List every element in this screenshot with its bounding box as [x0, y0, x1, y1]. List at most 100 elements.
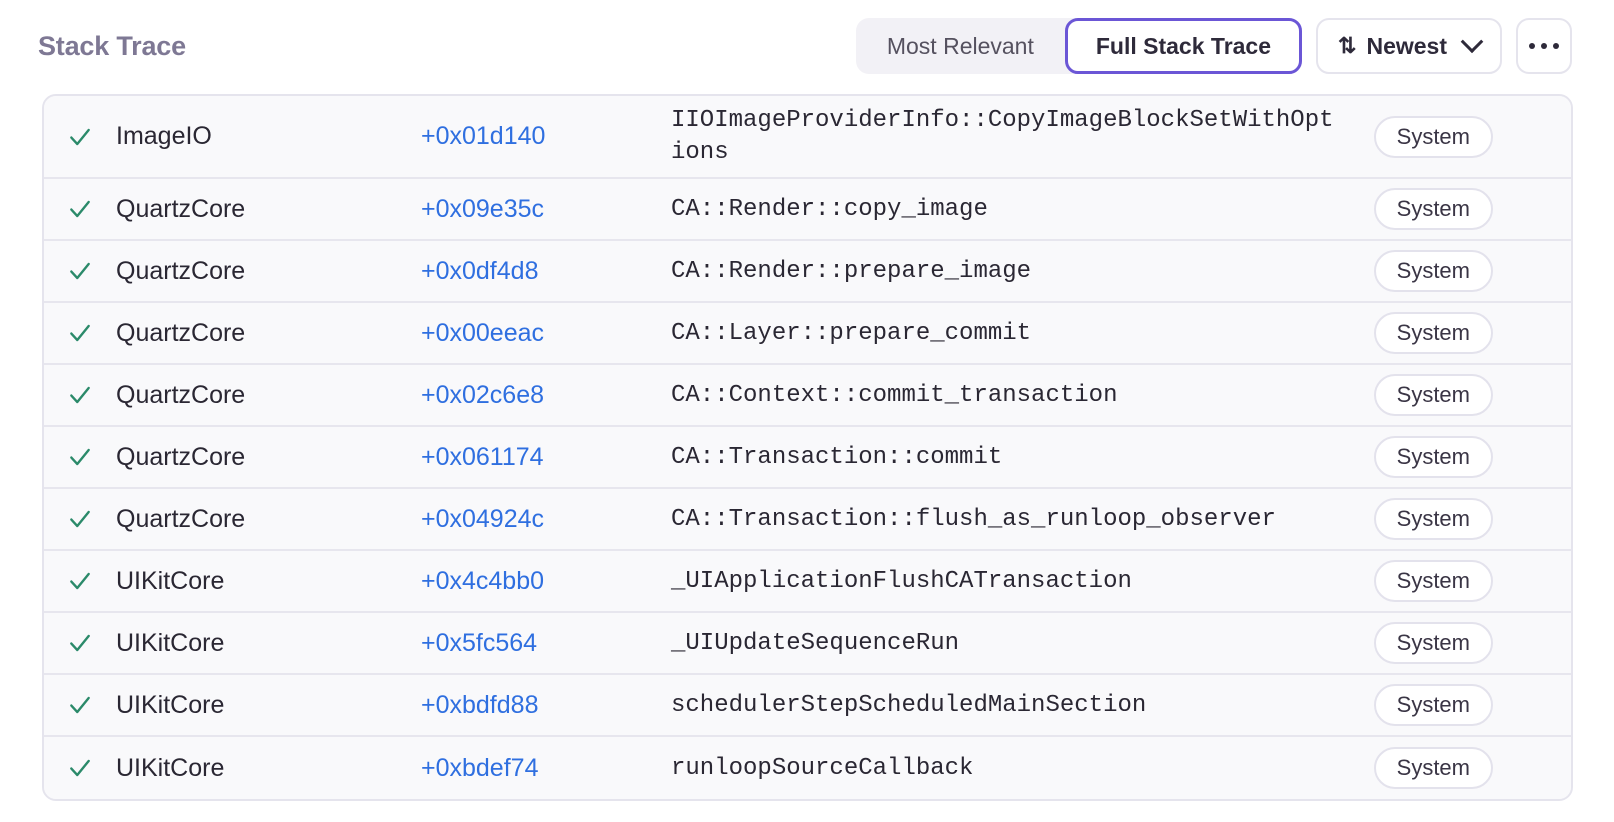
frame-offset-link[interactable]: +0x09e35c [421, 194, 545, 223]
frame-status-cell [44, 568, 116, 594]
frame-symbol: CA::Layer::prepare_commit [671, 319, 1032, 347]
frame-badge-cell: System [1361, 188, 1493, 231]
table-row[interactable]: ImageIO +0x01d140 IIOImageProviderInfo::… [44, 96, 1571, 180]
frame-offset-link[interactable]: +0x02c6e8 [421, 380, 545, 409]
status-badge: System [1373, 622, 1493, 665]
check-icon [70, 201, 90, 218]
frame-symbol: schedulerStepScheduledMainSection [671, 691, 1147, 719]
status-badge: System [1373, 250, 1493, 293]
frame-symbol: IIOImageProviderInfo::CopyImageBlockSetW… [671, 107, 1334, 166]
status-badge: System [1373, 115, 1493, 158]
frame-binary: QuartzCore [116, 194, 246, 223]
sort-arrows-icon: ⇅ [1338, 33, 1357, 58]
frame-badge-cell: System [1361, 747, 1493, 790]
frame-status-cell [44, 196, 116, 222]
status-badge: System [1373, 312, 1493, 355]
stack-trace-table: ImageIO +0x01d140 IIOImageProviderInfo::… [42, 94, 1573, 802]
frame-offset-link[interactable]: +0x04924c [421, 504, 545, 533]
sort-button[interactable]: ⇅ Newest [1316, 18, 1502, 74]
check-icon [70, 449, 90, 466]
chevron-down-icon [1460, 30, 1484, 54]
ellipsis-icon [1529, 43, 1535, 49]
frame-binary: UIKitCore [116, 628, 225, 657]
frame-symbol: CA::Render::prepare_image [671, 257, 1032, 285]
check-icon [70, 387, 90, 404]
frame-binary: ImageIO [116, 122, 212, 151]
stack-trace-mode-segmented-control[interactable]: Most Relevant Full Stack Trace [855, 18, 1303, 74]
frame-offset-link[interactable]: +0x061174 [421, 442, 544, 471]
frame-badge-cell: System [1361, 115, 1493, 158]
frame-status-cell [44, 692, 116, 718]
frame-binary: QuartzCore [116, 504, 246, 533]
frame-badge-cell: System [1361, 250, 1493, 293]
frame-symbol: CA::Context::commit_transaction [671, 381, 1118, 409]
more-options-button[interactable] [1516, 18, 1572, 74]
frame-status-cell [44, 382, 116, 408]
status-badge: System [1373, 747, 1493, 790]
table-row[interactable]: QuartzCore +0x02c6e8 CA::Context::commit… [44, 365, 1571, 428]
frame-badge-cell: System [1361, 622, 1493, 665]
frame-status-cell [44, 755, 116, 781]
frame-symbol: CA::Transaction::commit [671, 443, 1003, 471]
check-icon [70, 635, 90, 652]
check-icon [70, 697, 90, 714]
frame-binary: QuartzCore [116, 380, 246, 409]
frame-binary: UIKitCore [116, 690, 225, 719]
tab-full-stack-trace[interactable]: Full Stack Trace [1064, 18, 1303, 74]
table-row[interactable]: UIKitCore +0xbdfd88 schedulerStepSchedul… [44, 675, 1571, 738]
status-badge: System [1373, 560, 1493, 603]
frame-binary: UIKitCore [116, 753, 225, 782]
status-badge: System [1373, 684, 1493, 727]
frame-status-cell [44, 124, 116, 150]
frame-status-cell [44, 444, 116, 470]
frame-binary: QuartzCore [116, 442, 246, 471]
frame-offset-link[interactable]: +0xbdef74 [421, 753, 539, 782]
frame-offset-link[interactable]: +0x0df4d8 [421, 256, 539, 285]
frame-offset-link[interactable]: +0xbdfd88 [421, 690, 539, 719]
table-row[interactable]: UIKitCore +0x5fc564 _UIUpdateSequenceRun… [44, 613, 1571, 676]
frame-badge-cell: System [1361, 312, 1493, 355]
frame-binary: QuartzCore [116, 256, 246, 285]
frame-offset-link[interactable]: +0x4c4bb0 [421, 566, 545, 595]
table-row[interactable]: UIKitCore +0xbdef74 runloopSourceCallbac… [44, 737, 1571, 800]
page-title: Stack Trace [38, 30, 186, 61]
check-icon [70, 263, 90, 280]
frame-offset-link[interactable]: +0x01d140 [421, 122, 546, 151]
frame-binary: UIKitCore [116, 566, 225, 595]
frame-offset-link[interactable]: +0x00eeac [421, 318, 545, 347]
check-icon [70, 573, 90, 590]
frame-status-cell [44, 320, 116, 346]
table-row[interactable]: QuartzCore +0x061174 CA::Transaction::co… [44, 427, 1571, 490]
frame-symbol: runloopSourceCallback [671, 754, 974, 782]
check-icon [70, 325, 90, 342]
sort-button-label: Newest [1366, 32, 1447, 59]
check-icon [70, 760, 90, 777]
status-badge: System [1373, 188, 1493, 231]
frame-symbol: CA::Transaction::flush_as_runloop_observ… [671, 505, 1276, 533]
frame-badge-cell: System [1361, 498, 1493, 541]
table-row[interactable]: QuartzCore +0x04924c CA::Transaction::fl… [44, 489, 1571, 552]
frame-symbol: CA::Render::copy_image [671, 195, 988, 223]
frame-badge-cell: System [1361, 684, 1493, 727]
frame-badge-cell: System [1361, 436, 1493, 479]
status-badge: System [1373, 374, 1493, 417]
panel-header: Stack Trace Most Relevant Full Stack Tra… [0, 0, 1614, 92]
frame-binary: QuartzCore [116, 318, 246, 347]
frame-status-cell [44, 506, 116, 532]
ellipsis-icon [1541, 43, 1547, 49]
ellipsis-icon [1553, 43, 1559, 49]
table-row[interactable]: UIKitCore +0x4c4bb0 _UIApplicationFlushC… [44, 551, 1571, 614]
tab-most-relevant[interactable]: Most Relevant [856, 18, 1065, 74]
frame-symbol: _UIApplicationFlushCATransaction [671, 567, 1132, 595]
check-icon [70, 511, 90, 528]
status-badge: System [1373, 498, 1493, 541]
status-badge: System [1373, 436, 1493, 479]
frame-status-cell [44, 630, 116, 656]
table-row[interactable]: QuartzCore +0x09e35c CA::Render::copy_im… [44, 179, 1571, 242]
table-row[interactable]: QuartzCore +0x00eeac CA::Layer::prepare_… [44, 303, 1571, 366]
check-icon [70, 128, 90, 145]
frame-offset-link[interactable]: +0x5fc564 [421, 628, 538, 657]
table-row[interactable]: QuartzCore +0x0df4d8 CA::Render::prepare… [44, 241, 1571, 304]
frame-badge-cell: System [1361, 374, 1493, 417]
